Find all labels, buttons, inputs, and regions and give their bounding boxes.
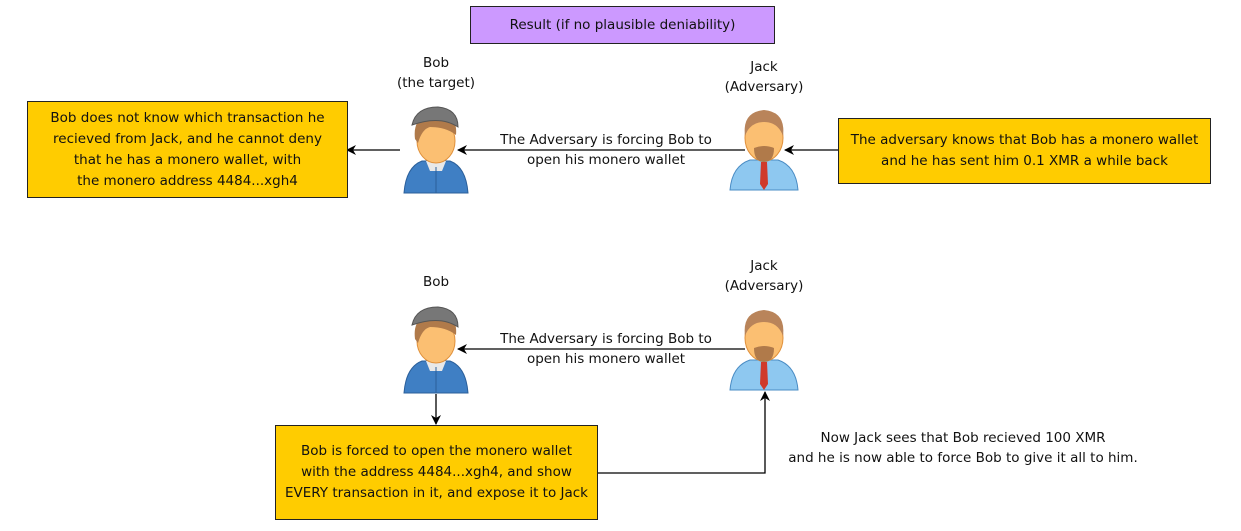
forced-line: with the address 4484...xgh4, and show: [301, 464, 572, 480]
jack-role: (Adversary): [724, 79, 804, 95]
result-line: recieved from Jack, and he cannot deny: [53, 130, 322, 147]
arrow-label-bottom: The Adversary is forcing Bob to open his…: [486, 329, 726, 369]
forced-line: Bob is forced to open the monero wallet: [300, 443, 573, 459]
bob-label-bottom: Bob: [376, 272, 496, 292]
note-line: and he is now able to force Bob to give …: [788, 450, 1138, 466]
forced-line: EVERY transaction in it, and expose it t…: [284, 485, 588, 501]
knowledge-line: and he has sent him 0.1 XMR a while back: [881, 153, 1168, 169]
title-box: Result (if no plausible deniability): [470, 6, 775, 44]
bob-name: Bob: [422, 55, 450, 71]
adversary-knowledge-box: The adversary knows that Bob has a moner…: [838, 118, 1211, 184]
arrow-label-top: The Adversary is forcing Bob to open his…: [486, 130, 726, 170]
bob-label-top: Bob (the target): [376, 53, 496, 93]
knowledge-line: The adversary knows that Bob has a moner…: [850, 132, 1199, 148]
jack-person-icon: [729, 309, 799, 391]
note-line: Now Jack sees that Bob recieved 100 XMR: [820, 430, 1106, 446]
result-line: that he has a monero wallet, with: [73, 151, 302, 168]
result-box: Bob does not know which transaction he r…: [27, 101, 348, 198]
bob-name: Bob: [422, 274, 450, 290]
arrow-label-line: The Adversary is forcing Bob to: [500, 132, 712, 148]
arrow-label-line: open his monero wallet: [526, 152, 686, 168]
arrow-label-line: The Adversary is forcing Bob to: [500, 331, 712, 347]
bob-person-icon: [403, 306, 469, 394]
outcome-note: Now Jack sees that Bob recieved 100 XMR …: [763, 428, 1163, 468]
forced-open-box: Bob is forced to open the monero wallet …: [275, 425, 598, 520]
bob-role: (the target): [396, 75, 476, 91]
jack-name: Jack: [750, 59, 778, 75]
jack-label-top: Jack (Adversary): [704, 57, 824, 97]
title-text: Result (if no plausible deniability): [509, 16, 736, 33]
arrow-box-to-jack: [597, 391, 770, 474]
jack-role: (Adversary): [724, 278, 804, 294]
result-line: Bob does not know which transaction he: [50, 109, 325, 126]
arrow-label-line: open his monero wallet: [526, 351, 686, 367]
jack-label-bottom: Jack (Adversary): [704, 256, 824, 296]
jack-name: Jack: [750, 258, 778, 274]
result-line: the monero address 4484...xgh4: [77, 172, 298, 189]
